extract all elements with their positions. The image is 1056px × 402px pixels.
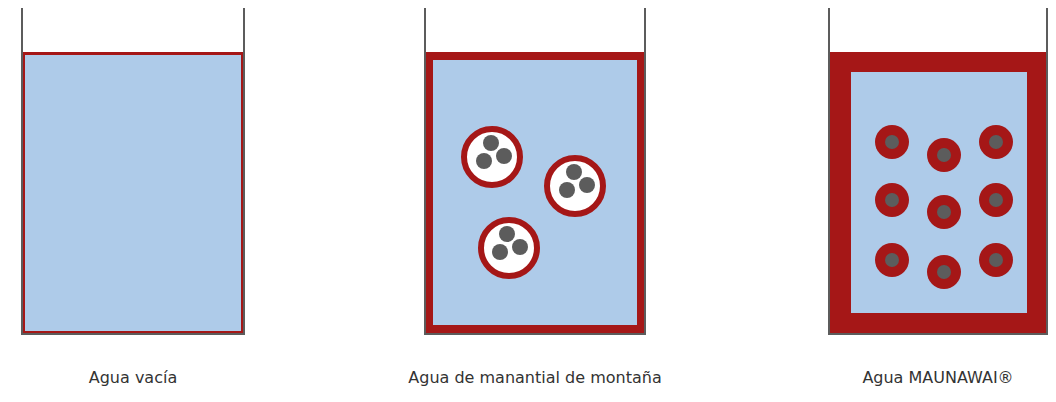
mineral-cluster	[547, 158, 603, 214]
beaker-caption: Agua vacía	[89, 368, 177, 388]
mineral-cluster	[464, 129, 520, 185]
beaker-caption: Agua MAUNAWAI®	[862, 368, 1013, 388]
mineral-cluster	[481, 220, 537, 276]
beaker-caption: Agua de manantial de montaña	[408, 368, 661, 388]
mineral-particles	[875, 125, 1013, 289]
spring-water-beaker	[425, 8, 645, 334]
empty-water-beaker	[22, 8, 244, 334]
maunawai-water-beaker	[829, 8, 1047, 334]
